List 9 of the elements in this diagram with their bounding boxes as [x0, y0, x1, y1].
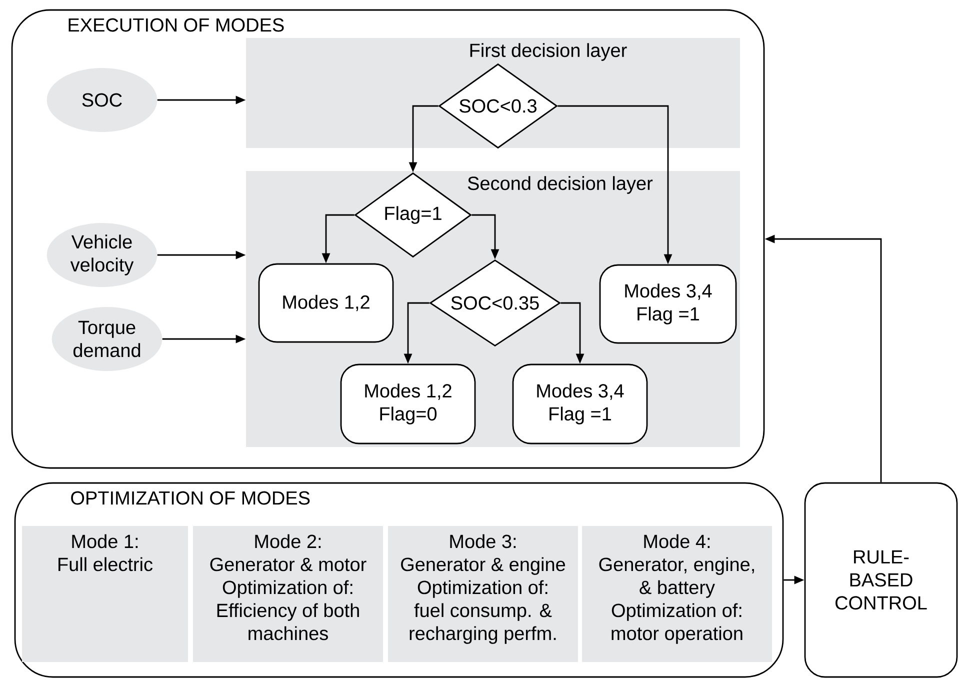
control-box: RULE-BASED CONTROL [804, 482, 958, 678]
mode-cell: Mode 2: Generator & motor Optimization of: Efficiency of both machines [193, 526, 383, 662]
mode-box: Modes 3,4 Flag =1 [512, 364, 648, 444]
mode-cell: Mode 1: Full electric [22, 526, 188, 662]
mode-box: Modes 1,2 [258, 263, 394, 343]
mode-cell: Mode 4: Generator, engine, & battery Optimization of: motor operation [582, 526, 772, 662]
mode-box: Modes 1,2 Flag=0 [340, 364, 476, 444]
mode-cell: Mode 3: Generator & engine Optimization of: fuel consump. & recharging perfm. [388, 526, 578, 662]
mode-box: Modes 3,4 Flag =1 [599, 264, 737, 344]
